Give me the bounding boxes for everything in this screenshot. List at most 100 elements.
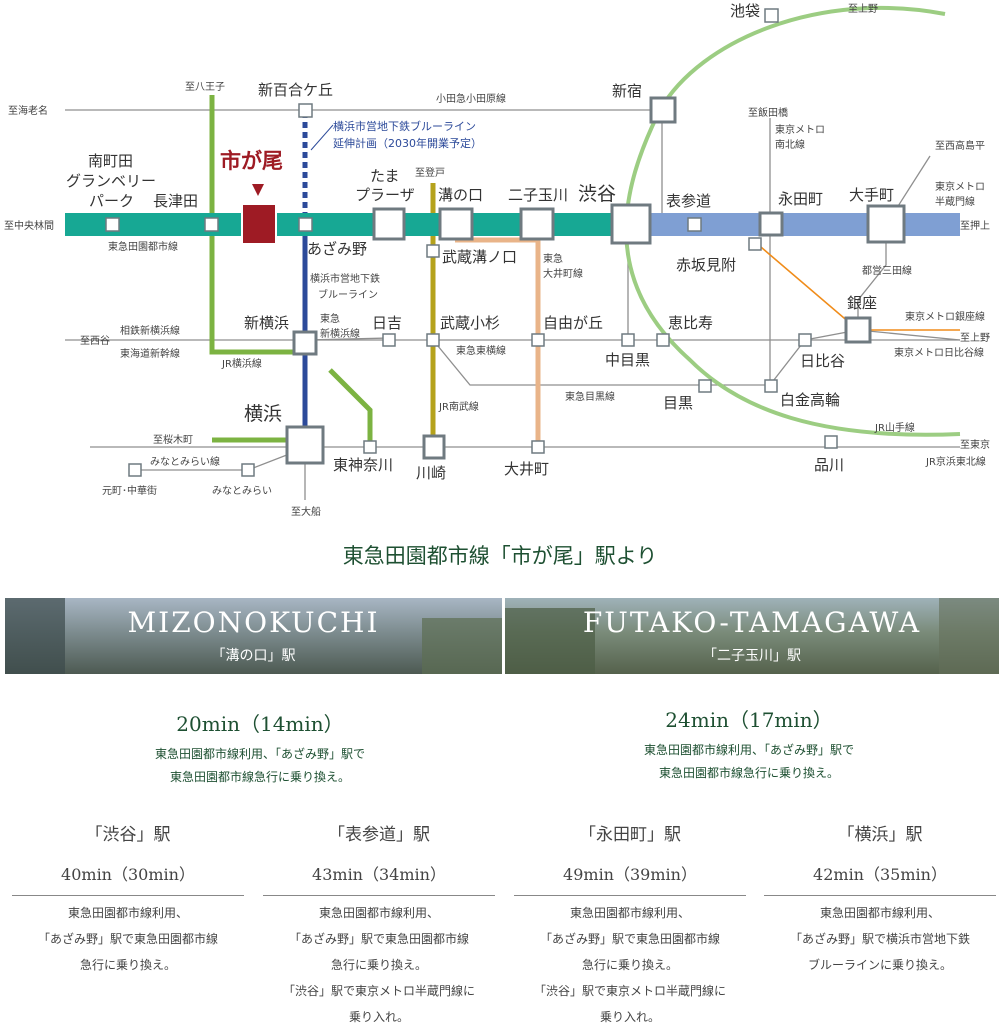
- station-box-minamimachida: [105, 217, 120, 232]
- label-blue-extension-1: 横浜市営地下鉄ブルーライン: [333, 119, 476, 133]
- banner-title-en: FUTAKO-TAMAGAWA: [582, 606, 922, 639]
- shinyokohama-line: [304, 337, 391, 341]
- label-hibiya-line: 東京メトロ日比谷線: [894, 346, 984, 359]
- mita-line: [857, 225, 887, 330]
- label-ginza-line: 東京メトロ銀座線: [905, 310, 985, 323]
- station-nakameguro: 中目黒: [605, 351, 650, 369]
- label-to-ofuna: 至大船: [291, 505, 321, 518]
- station-box-mizonokuchi: [438, 207, 474, 241]
- station-box-kawasaki: [422, 434, 446, 460]
- label-toyoko: 東急東横線: [456, 344, 506, 357]
- label-namboku-1: 東京メトロ: [775, 123, 825, 136]
- dest-note: 東急田園都市線利用、 「あざみ野」駅で横浜市営地下鉄 ブルーラインに乗り換え。: [764, 900, 996, 978]
- station-shinyurigaoka: 新百合ケ丘: [258, 81, 333, 99]
- dest-name: 「表参道」駅: [328, 825, 430, 845]
- station-box-tamaplaza: [372, 207, 406, 241]
- dest-time: 40min（30min）: [12, 861, 244, 896]
- label-shinyoko-2: 新横浜線: [320, 327, 360, 340]
- station-ichigao: 市が尾: [220, 149, 283, 173]
- dest-note-line: 東急田園都市線利用、: [569, 906, 690, 920]
- hibiya-line: [857, 329, 961, 341]
- station-shinjuku: 新宿: [612, 82, 642, 100]
- station-minatomirai: みなとみらい: [212, 485, 272, 497]
- station-musashimizonokuchi: 武蔵溝ノ口: [442, 248, 517, 266]
- jr-yokohama-line: [209, 95, 305, 355]
- station-box-akasakamitsuke: [748, 237, 762, 251]
- ichigao-marker-icon: [252, 184, 264, 196]
- banner-title-jp: 「溝の口」駅: [211, 648, 296, 664]
- label-to-nishiya: 至西谷: [80, 335, 110, 347]
- route-note-line: 東急田園都市線急行に乗り換え。: [658, 766, 839, 780]
- dest-note-line: 「あざみ野」駅で東急田園都市線: [539, 932, 720, 946]
- label-to-chuorinkan: 至中央林間: [4, 219, 54, 232]
- dest-note-line: 急行に乗り換え。: [79, 958, 176, 972]
- label-to-tokyo: 至東京: [960, 438, 990, 451]
- station-box-shinjuku: [649, 96, 677, 124]
- label-yamanote: JR山手線: [874, 421, 915, 434]
- station-box-musashikosugi: [426, 333, 440, 347]
- station-box-shinyurigaoka: [298, 103, 313, 118]
- banner-photo-shading: [5, 598, 65, 674]
- station-minamimachida-1: 南町田: [88, 152, 133, 170]
- label-odakyu: 小田急小田原線: [436, 92, 506, 105]
- station-box-shirokanetakanawa: [764, 379, 778, 393]
- station-minamimachida-2: グランベリー: [66, 172, 156, 190]
- station-box-shinyokohama: [292, 330, 318, 356]
- banner-title-en: MIZONOKUCHI: [127, 606, 380, 639]
- route-time: 24min（17min）: [665, 708, 833, 732]
- label-blue-1: 横浜市営地下鉄: [310, 272, 380, 285]
- station-nagatacho: 永田町: [778, 190, 823, 208]
- dest-note-line: 東急田園都市線利用、: [819, 906, 940, 920]
- station-otemachi: 大手町: [849, 186, 894, 204]
- station-box-musashimizonokuchi: [426, 244, 440, 258]
- label-to-nishitakashimadaira: 至西高島平: [935, 139, 985, 152]
- dest-note: 東急田園都市線利用、 「あざみ野」駅で東急田園都市線 急行に乗り換え。 「渋谷」…: [514, 900, 746, 1030]
- station-motomachi: 元町･中華街: [102, 484, 157, 497]
- station-box-higashikanagawa: [363, 440, 377, 454]
- station-box-shibuya: [610, 203, 652, 245]
- station-hibiya: 日比谷: [800, 352, 845, 370]
- dest-name: 「横浜」駅: [837, 825, 923, 845]
- station-ginza: 銀座: [847, 294, 877, 312]
- station-box-ebisu: [656, 333, 670, 347]
- label-oimachi-2: 大井町線: [543, 267, 583, 280]
- banner-photo-shading: [422, 618, 502, 674]
- dest-time: 49min（39min）: [514, 861, 746, 896]
- station-box-jiyugaoka: [531, 333, 545, 347]
- dest-yokohama: 「横浜」駅 42min（35min） 東急田園都市線利用、 「あざみ野」駅で横浜…: [764, 820, 996, 978]
- station-minamimachida-3: パーク: [89, 192, 134, 210]
- dest-note-line: 急行に乗り換え。: [330, 958, 427, 972]
- label-to-sakuragicho: 至桜木町: [153, 433, 193, 446]
- station-azamino: あざみ野: [307, 240, 367, 258]
- label-tokaido: 東海道新幹線: [120, 347, 180, 360]
- station-box-ikebukuro: [764, 8, 779, 23]
- route-mizonokuchi: 20min（14min） 東急田園都市線利用、「あざみ野」駅で 東急田園都市線急…: [60, 708, 460, 789]
- banner-photo-shading: [505, 608, 595, 674]
- station-shirokanetakanawa: 白金高輪: [780, 391, 840, 409]
- page-heading: 東急田園都市線「市が尾」駅より: [342, 544, 658, 568]
- station-mizonokuchi: 溝の口: [438, 186, 483, 204]
- dest-note-line: 「渋谷」駅で東京メトロ半蔵門線に: [533, 984, 726, 998]
- station-higashikanagawa: 東神奈川: [333, 456, 393, 474]
- station-jiyugaoka: 自由が丘: [543, 314, 603, 332]
- label-to-ueno: 至上野: [848, 3, 878, 15]
- dest-note-line: 東急田園都市線利用、: [318, 906, 439, 920]
- banner-photo-shading: [939, 598, 999, 674]
- station-box-futakotamagawa: [519, 207, 555, 241]
- label-namboku-2: 南北線: [775, 138, 805, 151]
- station-box-hibiya: [798, 333, 812, 347]
- dest-note: 東急田園都市線利用、 「あざみ野」駅で東急田園都市線 急行に乗り換え。: [12, 900, 244, 978]
- route-note-line: 東急田園都市線急行に乗り換え。: [169, 770, 350, 784]
- station-box-omotesando: [687, 217, 702, 232]
- route-futakotamagawa: 24min（17min） 東急田園都市線利用、「あざみ野」駅で 東急田園都市線急…: [549, 704, 949, 785]
- route-note: 東急田園都市線利用、「あざみ野」駅で 東急田園都市線急行に乗り換え。: [60, 743, 460, 789]
- dest-note-line: ブルーラインに乗り換え。: [807, 958, 952, 972]
- station-box-oimachi: [531, 440, 545, 454]
- station-box-minatomirai: [241, 463, 255, 477]
- station-box-meguro: [698, 379, 712, 393]
- dest-note-line: 「あざみ野」駅で東急田園都市線: [288, 932, 469, 946]
- banner-title-jp: 「二子玉川」駅: [703, 648, 801, 664]
- station-akasakamitsuke: 赤坂見附: [676, 256, 736, 274]
- label-mita: 都営三田線: [862, 264, 912, 277]
- route-note: 東急田園都市線利用、「あざみ野」駅で 東急田園都市線急行に乗り換え。: [549, 739, 949, 785]
